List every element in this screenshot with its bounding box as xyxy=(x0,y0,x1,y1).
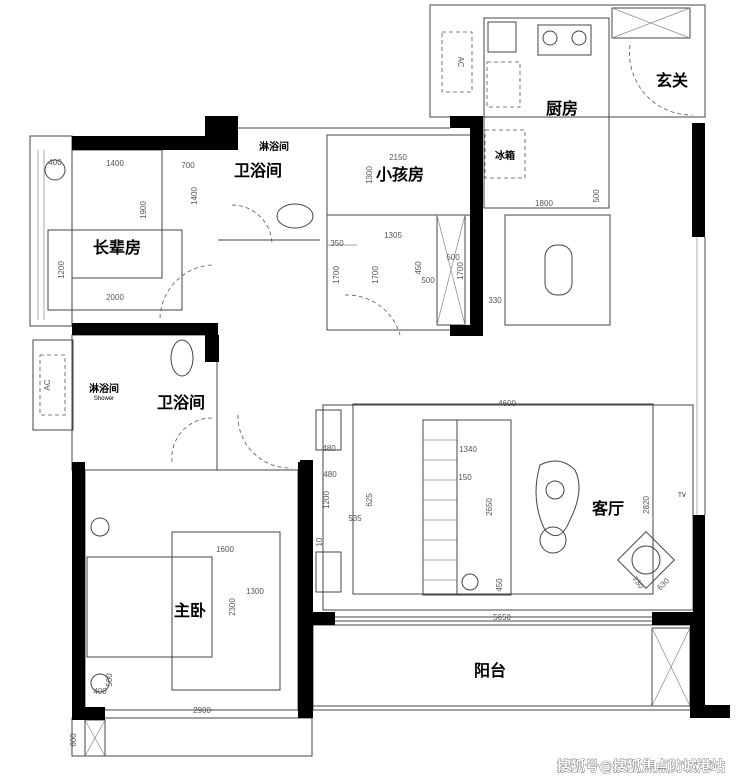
dimension-label: 330 xyxy=(488,296,502,305)
dimension-label: 1800 xyxy=(535,199,553,208)
room-label-elder-bedroom: 长辈房 xyxy=(93,238,141,257)
dimension-label: 10 xyxy=(315,537,324,546)
dimension-label: 1300 xyxy=(246,587,264,596)
tv-label: TV xyxy=(678,493,686,499)
dimension-label: 1700 xyxy=(371,266,380,284)
dimension-label: 1600 xyxy=(216,545,234,554)
dimension-label: 1200 xyxy=(57,261,66,279)
dimension-label: 500 xyxy=(592,189,601,203)
dimension-label: 630 xyxy=(655,576,671,592)
dimension-label: 2300 xyxy=(228,598,237,616)
dimension-label: 2900 xyxy=(193,706,211,715)
dimension-label: 480 xyxy=(323,470,337,479)
dimension-label: 2650 xyxy=(485,498,494,516)
room-label-master-bedroom: 主卧 xyxy=(174,601,206,620)
room-label-living-room: 客厅 xyxy=(592,499,624,518)
watermark: 搜狐号@搜狐焦点防城港站 xyxy=(557,758,725,775)
dimension-label: 1340 xyxy=(459,445,477,454)
walls xyxy=(72,116,730,720)
dimension-label: 480 xyxy=(322,444,336,453)
room-label-kids-room: 小孩房 xyxy=(376,165,424,184)
room-label-balcony: 阳台 xyxy=(474,661,506,680)
dimension-label: 400 xyxy=(93,687,107,696)
dimension-label: 500 xyxy=(446,253,460,262)
room-label-bathroom-1: 卫浴间 xyxy=(234,161,282,180)
dimension-label: 1900 xyxy=(139,201,148,219)
dimension-label: 535 xyxy=(348,514,362,523)
dimension-label: 1305 xyxy=(384,231,402,240)
dimension-label: 625 xyxy=(365,493,374,507)
dimension-labels: 400 1400 700 1400 1900 1200 2000 2150 13… xyxy=(48,153,671,747)
wardrobe-units xyxy=(84,7,691,757)
room-label-shower-1: 淋浴间 xyxy=(259,140,289,153)
dimension-label: 350 xyxy=(330,239,344,248)
room-label-shower-2: 淋浴间 xyxy=(89,382,119,395)
dimension-label: 2150 xyxy=(389,153,407,162)
dimension-label: 1700 xyxy=(456,262,465,280)
dimension-label: 600 xyxy=(69,733,78,747)
outline-lines xyxy=(29,4,706,757)
dimension-label: 1700 xyxy=(332,266,341,284)
shower-en-label: Shower xyxy=(94,396,114,402)
ac-label: AC xyxy=(456,56,465,67)
dimension-label: 500 xyxy=(421,276,435,285)
room-label-kitchen: 厨房 xyxy=(546,99,578,118)
dimension-label: 1200 xyxy=(322,491,331,509)
fridge-label: 冰箱 xyxy=(495,149,515,162)
dimension-label: 2000 xyxy=(106,293,124,302)
dimension-label: 730 xyxy=(630,574,646,590)
dimension-label: 700 xyxy=(181,161,195,170)
dimension-label: 1400 xyxy=(106,159,124,168)
stair-treads xyxy=(423,420,458,595)
room-label-bathroom-2: 卫浴间 xyxy=(157,393,205,412)
dimension-label: 1300 xyxy=(365,166,374,184)
dimension-label: 450 xyxy=(414,261,423,275)
dimension-label: 150 xyxy=(458,473,472,482)
dimension-label: 450 xyxy=(495,578,504,592)
dimension-label: 500 xyxy=(105,673,114,687)
dimension-label: 1400 xyxy=(190,187,199,205)
dimension-label: 5650 xyxy=(493,613,511,622)
room-label-entrance: 玄关 xyxy=(656,71,688,90)
dimension-label: 4600 xyxy=(498,399,516,408)
dimension-label: 400 xyxy=(48,158,62,167)
ac-label: AC xyxy=(43,379,52,390)
dimension-label: 2820 xyxy=(642,496,651,514)
